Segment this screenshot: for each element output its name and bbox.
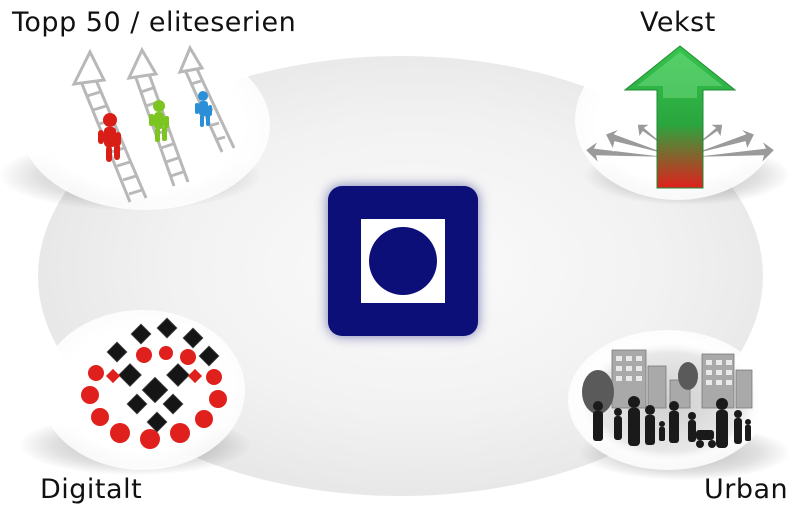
- corner-top-right: [565, 30, 789, 205]
- main-arrow: [623, 45, 737, 189]
- label-bottom-left: Digitalt: [40, 474, 143, 505]
- corner-bottom-left: [20, 300, 260, 480]
- ladder-climbers-icon: [71, 44, 236, 203]
- black-cubes: [106, 317, 220, 433]
- arrow-head-middle: [126, 46, 159, 80]
- building-windows: [616, 356, 732, 385]
- trees: [582, 362, 698, 414]
- city-people-icon: [578, 340, 762, 464]
- network-cubes-icon: [81, 317, 227, 449]
- main-arrow-highlight: [637, 52, 723, 98]
- organization-logo: [328, 186, 478, 336]
- climber-blue: [195, 91, 212, 127]
- label-top-left: Topp 50 / eliteserien: [12, 7, 297, 38]
- label-bottom-right: Urban: [704, 474, 789, 505]
- climber-red: [98, 113, 121, 162]
- people-silhouettes: [593, 396, 751, 448]
- red-balls: [81, 346, 227, 449]
- arrow-head-left: [71, 48, 107, 86]
- corner-bottom-right: [560, 330, 789, 480]
- logo-blue-circle: [369, 227, 437, 295]
- growth-arrow-icon: [585, 45, 775, 189]
- logo-white-square: [361, 219, 445, 303]
- corner-top-left: [0, 30, 290, 210]
- label-top-right: Vekst: [640, 7, 716, 38]
- arrow-head-right: [177, 44, 205, 74]
- climber-green: [149, 100, 169, 142]
- red-cube-accents: [105, 368, 203, 384]
